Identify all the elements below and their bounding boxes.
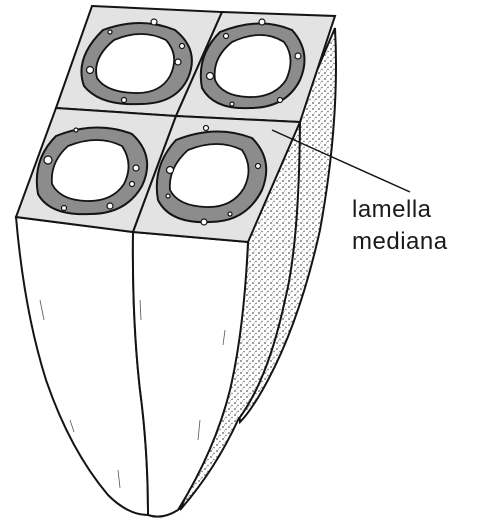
label-mediana: mediana bbox=[352, 228, 448, 256]
right-fiber-body bbox=[133, 232, 248, 517]
cell-wall-back-right bbox=[201, 23, 305, 108]
cell-wall-front-left bbox=[37, 127, 147, 214]
left-fiber-body bbox=[16, 217, 148, 515]
label-lamella: lamella bbox=[352, 196, 432, 224]
